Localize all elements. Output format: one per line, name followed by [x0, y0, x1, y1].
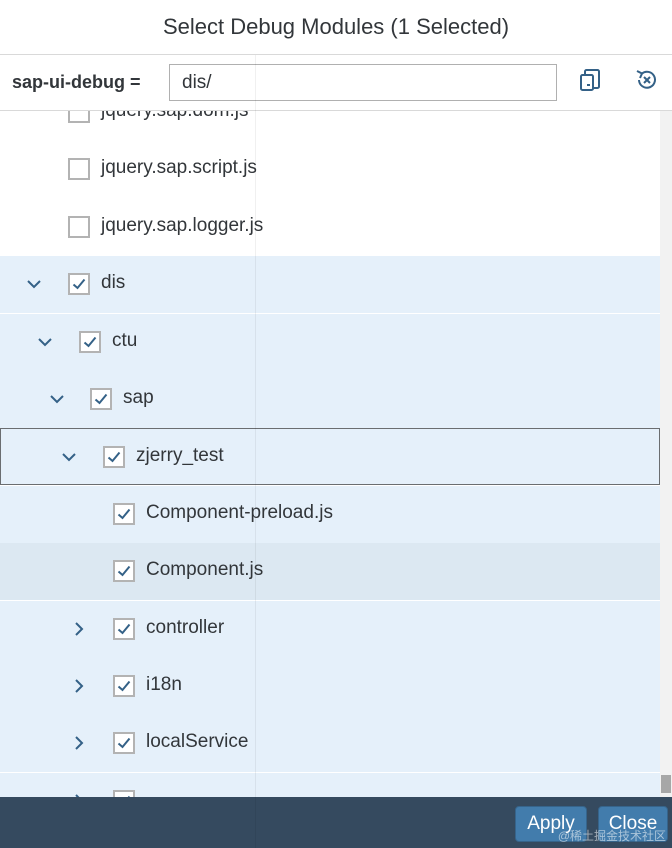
tree-row[interactable]: sap	[0, 371, 660, 428]
copy-button[interactable]	[576, 67, 606, 97]
tree-row[interactable]: localService	[0, 715, 660, 772]
debug-toolbar: sap-ui-debug =	[0, 55, 672, 111]
module-checkbox[interactable]	[79, 331, 101, 353]
module-label: i18n	[146, 674, 182, 695]
dialog-title: Select Debug Modules (1 Selected)	[162, 14, 510, 39]
module-label: sap	[123, 387, 154, 408]
checkmark-icon	[94, 393, 108, 405]
clear-selection-icon	[634, 67, 660, 98]
module-checkbox[interactable]	[113, 790, 135, 797]
checkmark-icon	[107, 451, 121, 463]
module-label: jquery.sap.logger.js	[101, 215, 264, 236]
module-checkbox[interactable]	[68, 273, 90, 295]
checkmark-icon	[72, 278, 86, 290]
tree-row[interactable]: zjerry_test	[0, 428, 660, 485]
chevron-down-icon[interactable]	[47, 389, 67, 409]
scrollbar-thumb[interactable]	[661, 775, 671, 793]
module-label: Component.js	[146, 559, 264, 580]
module-checkbox[interactable]	[113, 618, 135, 640]
module-checkbox[interactable]	[113, 560, 135, 582]
chevron-right-icon[interactable]	[69, 676, 89, 696]
chevron-down-icon[interactable]	[35, 332, 55, 352]
close-button[interactable]: Close	[598, 806, 668, 842]
module-label: jquery.sap.dom.js	[101, 111, 249, 122]
watermark: @稀土掘金技术社区	[557, 829, 666, 843]
module-checkbox[interactable]	[113, 503, 135, 525]
chevron-right-icon[interactable]	[69, 619, 89, 639]
checkmark-icon	[117, 737, 131, 749]
module-checkbox[interactable]	[68, 111, 90, 123]
module-label: ctu	[112, 330, 138, 351]
debug-param-label: sap-ui-debug =	[12, 72, 141, 92]
module-label: controller	[146, 617, 225, 638]
checkmark-icon	[117, 680, 131, 692]
tree-row[interactable]: ctu	[0, 314, 660, 371]
module-label: dis	[101, 272, 126, 293]
chevron-right-icon[interactable]	[69, 733, 89, 753]
checkmark-icon	[117, 508, 131, 520]
module-checkbox[interactable]	[68, 158, 90, 180]
module-checkbox[interactable]	[68, 216, 90, 238]
module-checkbox[interactable]	[90, 388, 112, 410]
tree-row[interactable]: controller	[0, 601, 660, 658]
module-label: zjerry_test	[136, 445, 224, 466]
module-label: localService	[146, 731, 249, 752]
tree-row[interactable]: jquery.sap.dom.js	[0, 111, 660, 141]
tree-row[interactable]: i18n	[0, 658, 660, 715]
module-checkbox[interactable]	[103, 446, 125, 468]
module-label: jquery.sap.script.js	[101, 157, 257, 178]
chevron-down-icon[interactable]	[24, 274, 44, 294]
dialog-header: Select Debug Modules (1 Selected)	[0, 0, 672, 55]
module-label: Component-preload.js	[146, 502, 333, 523]
tree-row[interactable]: Component-preload.js	[0, 486, 660, 543]
checkmark-icon	[83, 336, 97, 348]
tree-row[interactable]: dis	[0, 256, 660, 313]
checkmark-icon	[117, 565, 131, 577]
clear-selection-button[interactable]	[632, 67, 662, 97]
tree-row[interactable]: jquery.sap.logger.js	[0, 199, 660, 256]
dialog-footer: Apply Close @稀土掘金技术社区	[0, 797, 672, 848]
debug-modules-input[interactable]	[169, 64, 557, 101]
module-checkbox[interactable]	[113, 675, 135, 697]
checkmark-icon	[117, 623, 131, 635]
tree-row[interactable]	[0, 773, 660, 797]
module-checkbox[interactable]	[113, 732, 135, 754]
copy-icon	[578, 67, 604, 98]
tree-scrollbar[interactable]	[660, 111, 672, 797]
tree-row[interactable]: jquery.sap.script.js	[0, 141, 660, 198]
module-tree: jquery.sap.dom.js jquery.sap.script.js jqu…	[0, 111, 660, 797]
tree-row[interactable]: Component.js	[0, 543, 660, 600]
apply-button[interactable]: Apply	[515, 806, 587, 842]
chevron-down-icon[interactable]	[59, 447, 79, 467]
guide-line	[255, 55, 256, 848]
